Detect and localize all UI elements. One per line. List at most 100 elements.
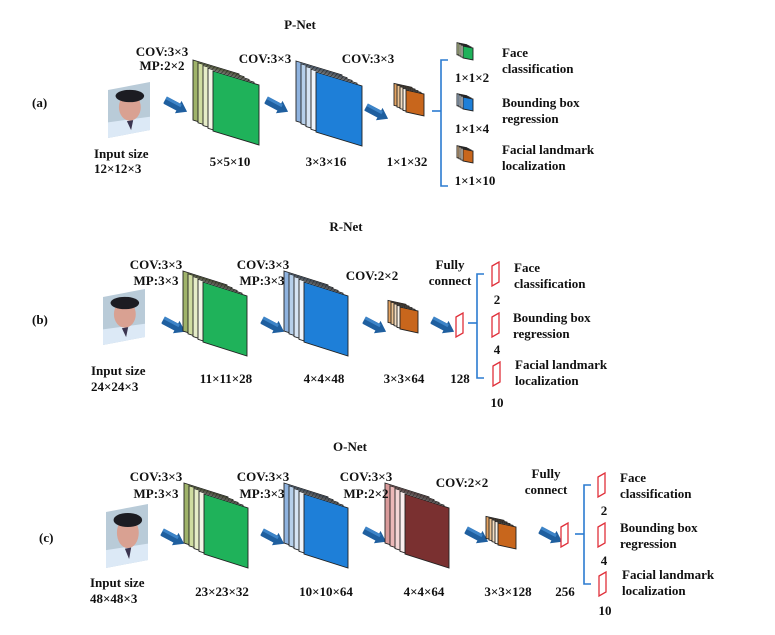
onet-out1-name-2: classification bbox=[620, 486, 692, 501]
pnet-out3-name-1: Facial landmark bbox=[502, 142, 595, 157]
rnet-arrow-1-head bbox=[172, 320, 186, 334]
rnet-arrow-2-highlight bbox=[262, 316, 279, 328]
rnet-layer-2 bbox=[283, 270, 349, 357]
pnet-op-conv2: COV:3×3 bbox=[238, 51, 292, 66]
onet-input-image-tie bbox=[124, 547, 132, 560]
onet-layer2-size: 10×10×64 bbox=[299, 584, 353, 599]
onet-op-conv3: COV:3×3 bbox=[339, 469, 393, 484]
rnet-fc-label-1: Fully bbox=[435, 257, 465, 272]
pnet-out-3-front bbox=[462, 148, 474, 164]
onet-op-conv4: COV:2×2 bbox=[435, 475, 489, 490]
rnet-layer-1 bbox=[182, 270, 248, 357]
onet-fc-size: 256 bbox=[555, 584, 575, 599]
onet-arrow-4-head bbox=[475, 530, 489, 544]
onet-input-image-shirt bbox=[106, 543, 148, 568]
pnet-out2-name-2: regression bbox=[502, 111, 559, 126]
pnet-out-1 bbox=[456, 42, 474, 61]
onet-op-mp3: MP:2×2 bbox=[343, 486, 389, 501]
rnet-out1-name-2: classification bbox=[514, 276, 586, 291]
onet-fc-box bbox=[560, 521, 569, 549]
panel-label-c: (c) bbox=[39, 530, 54, 545]
rnet-fc-label-2: connect bbox=[428, 273, 472, 288]
rnet-arrow-4-highlight bbox=[432, 316, 449, 328]
pnet-arrow-2 bbox=[264, 96, 289, 114]
rnet-arrow-1 bbox=[161, 316, 186, 334]
pnet-arrow-3 bbox=[364, 103, 389, 121]
pnet-bracket-line bbox=[440, 59, 448, 187]
onet-out3-size: 10 bbox=[598, 603, 612, 618]
onet-layer-1-front bbox=[203, 493, 249, 569]
rnet-layer-2-front bbox=[303, 281, 349, 357]
rnet-input-image bbox=[103, 289, 145, 345]
rnet-layer-1-front bbox=[202, 281, 248, 357]
rnet-op-conv1: COV:3×3 bbox=[129, 257, 183, 272]
onet-arrow-3-head bbox=[373, 530, 387, 544]
onet-out3-name-2: localization bbox=[622, 583, 686, 598]
onet-layer3-size: 4×4×64 bbox=[403, 584, 445, 599]
pnet-op-mp1: MP:2×2 bbox=[139, 58, 185, 73]
rnet-arrow-3-highlight bbox=[364, 316, 381, 328]
rnet-bracket bbox=[468, 273, 484, 379]
pnet-arrow-1 bbox=[163, 96, 188, 114]
onet-op-conv2: COV:3×3 bbox=[236, 469, 290, 484]
onet-arrow-2-highlight bbox=[262, 528, 279, 540]
pnet-arrow-1-highlight bbox=[165, 96, 182, 108]
pnet-input-image bbox=[108, 82, 150, 138]
pnet-arrow-3-head bbox=[375, 107, 389, 121]
onet-op-mp1: MP:3×3 bbox=[133, 486, 179, 501]
rnet-arrow-2-head bbox=[271, 320, 285, 334]
onet-layer-3 bbox=[384, 482, 450, 569]
rnet-out-1-box bbox=[491, 260, 500, 288]
onet-input-label: Input size bbox=[90, 575, 145, 590]
pnet-arrow-1-head bbox=[174, 100, 188, 114]
rnet-input-image-hat bbox=[110, 296, 140, 310]
pnet-op-conv3: COV:3×3 bbox=[341, 51, 395, 66]
pnet-title: P-Net bbox=[284, 17, 316, 32]
pnet-out3-size: 1×1×10 bbox=[454, 173, 496, 188]
pnet-layer2-size: 3×3×16 bbox=[305, 154, 347, 169]
pnet-layer3-size: 1×1×32 bbox=[386, 154, 428, 169]
rnet-arrow-2 bbox=[260, 316, 285, 334]
pnet-out1-name-1: Face bbox=[502, 45, 528, 60]
pnet-layer-2-front bbox=[315, 71, 363, 147]
pnet-input-image-hat bbox=[115, 89, 145, 103]
pnet-input-size: 12×12×3 bbox=[94, 161, 142, 176]
rnet-op-conv3: COV:2×2 bbox=[345, 268, 399, 283]
onet-layer-4 bbox=[485, 515, 517, 550]
rnet-out3-name-1: Facial landmark bbox=[515, 357, 608, 372]
onet-out1-size: 2 bbox=[600, 503, 608, 518]
rnet-op-mp1: MP:3×3 bbox=[133, 273, 179, 288]
pnet-op-conv1: COV:3×3 bbox=[135, 44, 189, 59]
onet-arrow-5 bbox=[538, 526, 563, 544]
pnet-input-image-tie bbox=[126, 120, 134, 131]
onet-arrow-5-head bbox=[549, 530, 563, 544]
onet-title: O-Net bbox=[333, 439, 367, 454]
pnet-layer-3 bbox=[393, 82, 425, 117]
onet-arrow-1-highlight bbox=[162, 528, 179, 540]
rnet-out2-size: 4 bbox=[493, 342, 501, 357]
rnet-bracket-line bbox=[476, 273, 484, 379]
onet-input-image bbox=[106, 504, 148, 568]
onet-input-size: 48×48×3 bbox=[90, 591, 138, 606]
pnet-layer-2 bbox=[295, 60, 363, 147]
onet-layer1-size: 23×23×32 bbox=[195, 584, 249, 599]
pnet-layer1-size: 5×5×10 bbox=[209, 154, 251, 169]
onet-input-image-hat bbox=[113, 512, 143, 528]
panel-label-b: (b) bbox=[32, 312, 48, 327]
pnet-input-image-shirt bbox=[108, 116, 150, 138]
rnet-input-image-shirt bbox=[103, 323, 145, 345]
onet-out3-name-1: Facial landmark bbox=[622, 567, 715, 582]
onet-layer-4-front bbox=[497, 522, 517, 550]
onet-layer4-size: 3×3×128 bbox=[484, 584, 532, 599]
rnet-out3-name-2: localization bbox=[515, 373, 579, 388]
rnet-input-size: 24×24×3 bbox=[91, 379, 139, 394]
onet-arrow-4 bbox=[464, 526, 489, 544]
rnet-title: R-Net bbox=[329, 219, 363, 234]
onet-bracket bbox=[575, 484, 591, 585]
rnet-layer3-size: 3×3×64 bbox=[383, 371, 425, 386]
rnet-op-mp2: MP:3×3 bbox=[239, 273, 285, 288]
onet-out2-name-1: Bounding box bbox=[620, 520, 698, 535]
rnet-layer1-size: 11×11×28 bbox=[199, 371, 253, 386]
